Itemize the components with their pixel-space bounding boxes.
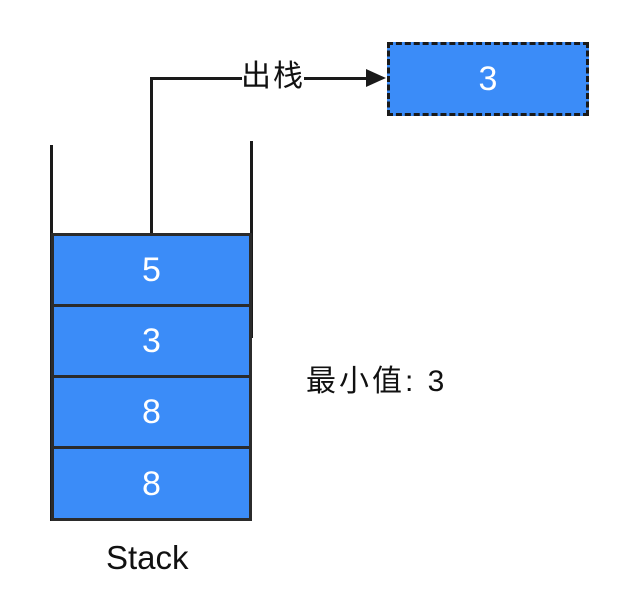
stack-item: 3 (51, 304, 252, 378)
popped-value: 3 (478, 60, 498, 98)
arrow-head-icon (366, 69, 386, 87)
stack-item-value: 3 (142, 322, 161, 360)
stack-caption: Stack (106, 539, 189, 576)
stack-item-value: 8 (142, 393, 161, 431)
pop-arrow-line-right (304, 77, 367, 80)
pop-arrow-line-left (150, 77, 242, 80)
stack-item: 5 (51, 233, 252, 307)
pop-arrow-vertical-line (150, 77, 153, 233)
pop-arrow-label: 出栈 (241, 60, 305, 93)
stack-item: 8 (51, 375, 252, 449)
stack-item-value: 5 (142, 251, 161, 289)
min-value-annotation: 最小值: 3 (306, 365, 448, 398)
stack-item-value: 8 (142, 464, 161, 503)
popped-value-box: 3 (387, 42, 589, 116)
stack-item: 8 (51, 446, 252, 521)
